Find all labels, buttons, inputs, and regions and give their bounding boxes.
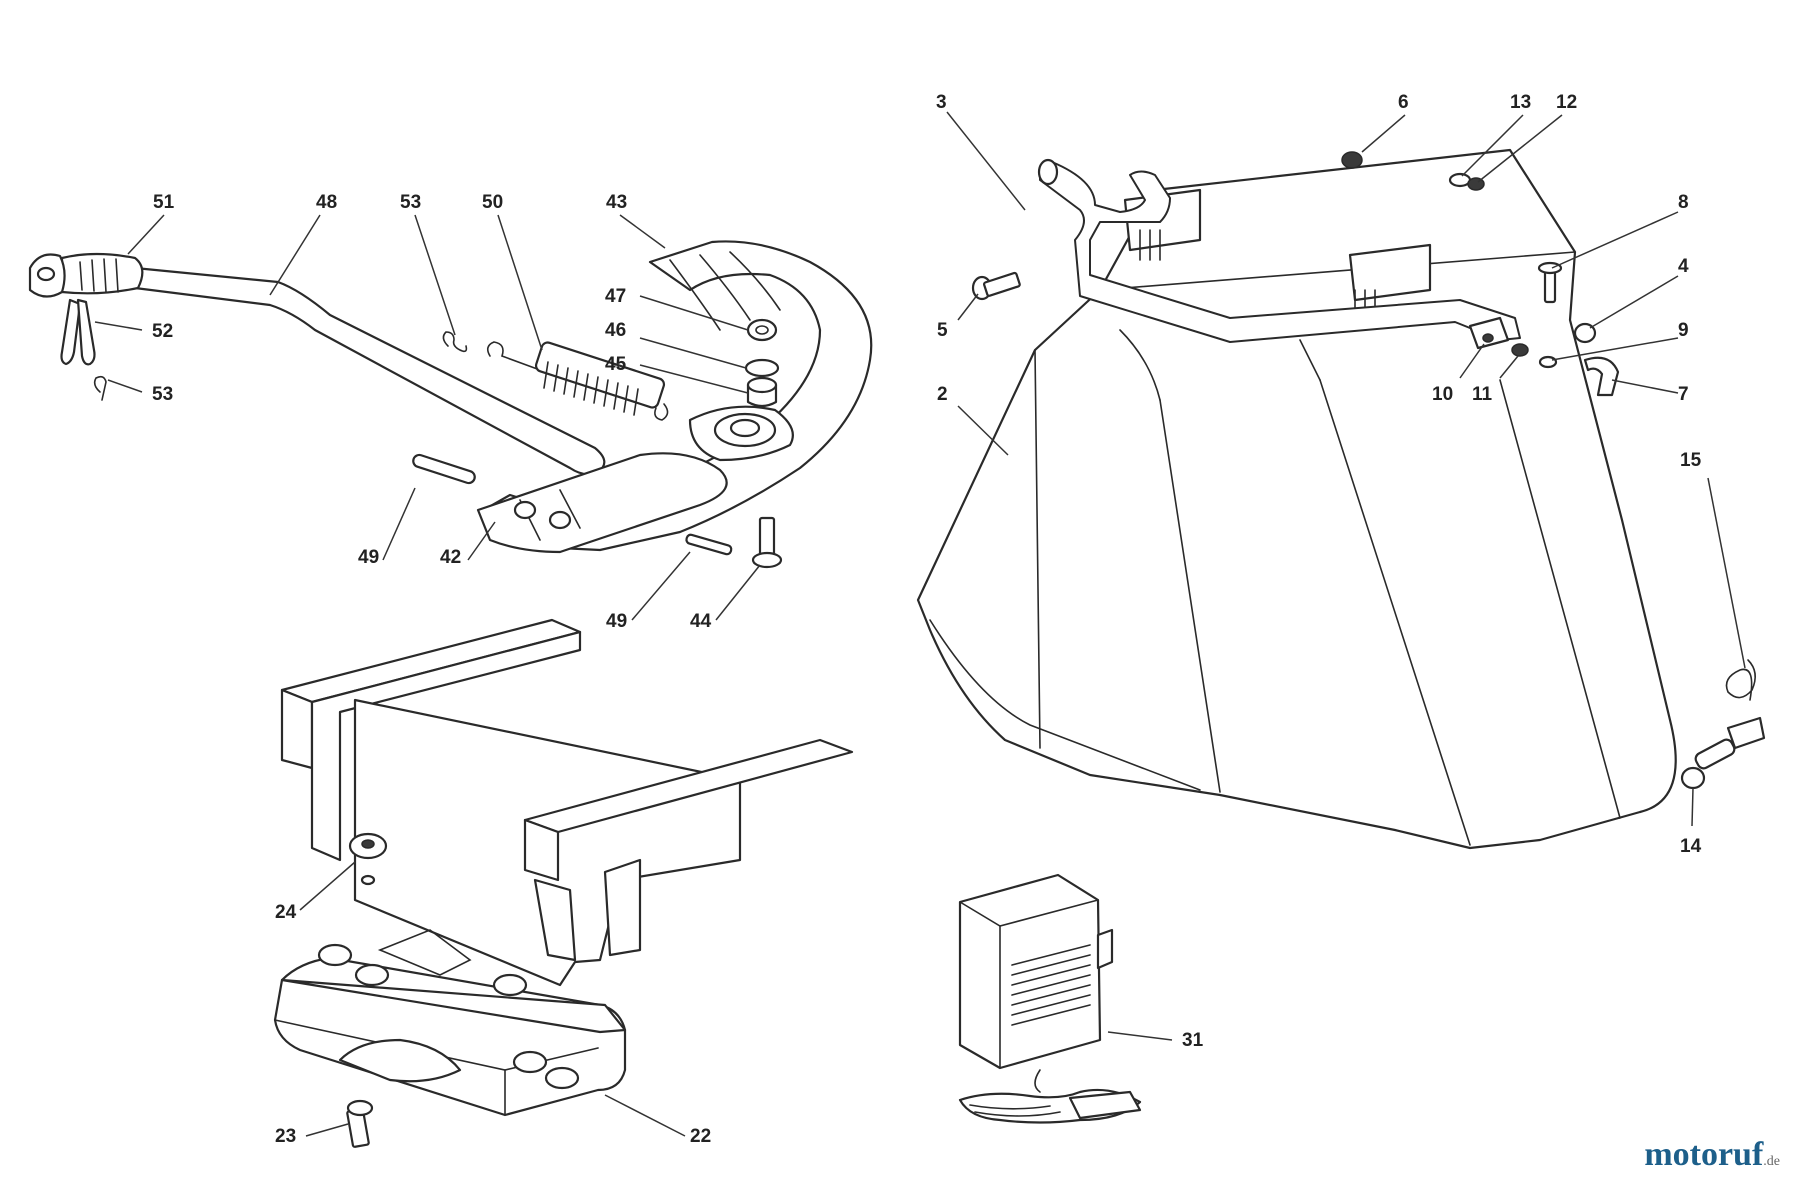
- nut-6: [1341, 151, 1363, 169]
- battery-charger-31: [958, 873, 1142, 1124]
- bolt-44: [751, 516, 783, 569]
- grass-catcher-bag: [916, 148, 1677, 850]
- watermark-logo: motoruf.de: [1644, 1136, 1780, 1174]
- latch-7: [1583, 356, 1620, 397]
- callout-14: 14: [1680, 836, 1702, 857]
- callout-50: 50: [482, 192, 503, 213]
- bolt-8: [1537, 261, 1563, 304]
- callout-22: 22: [690, 1126, 711, 1147]
- callout-13: 13: [1510, 92, 1531, 113]
- callout-47: 47: [605, 286, 626, 307]
- callout-53: 53: [400, 192, 421, 213]
- callout-43: 43: [606, 192, 627, 213]
- spring-50: [486, 341, 669, 421]
- hole-24: [360, 874, 376, 886]
- callout-42: 42: [440, 547, 461, 568]
- callout-5: 5: [937, 320, 948, 341]
- bolt-23: [346, 1099, 374, 1148]
- spring-pin-52: [60, 298, 96, 366]
- nut-11: [1511, 343, 1529, 357]
- weight-block-22: [273, 929, 627, 1117]
- washer-9: [1538, 355, 1558, 369]
- washer-46: [744, 358, 780, 378]
- hook-53-lower: [93, 375, 107, 401]
- callout-45: 45: [605, 354, 627, 375]
- callout-labels: 51 48 53 50 43 47 46 45 52 53 49 42 49 4…: [152, 92, 1702, 1147]
- callout-2: 2: [937, 384, 948, 405]
- callout-49-right: 49: [606, 611, 627, 632]
- callout-7: 7: [1678, 384, 1689, 405]
- callout-15: 15: [1680, 450, 1702, 471]
- callout-44: 44: [690, 611, 712, 632]
- callout-6: 6: [1398, 92, 1409, 113]
- callout-12: 12: [1556, 92, 1577, 113]
- callout-9: 9: [1678, 320, 1689, 341]
- leader-lines: [94, 111, 1746, 1137]
- bolt-5: [971, 271, 1021, 301]
- pin-49-right: [685, 533, 733, 556]
- callout-11: 11: [1472, 384, 1493, 405]
- frame-tube-3: [1037, 158, 1521, 343]
- callout-53-lower: 53: [152, 384, 173, 405]
- callout-10: 10: [1432, 384, 1453, 405]
- washer-13: [1448, 172, 1472, 188]
- pin-49-left: [412, 453, 476, 485]
- watermark-main: motoruf: [1644, 1136, 1764, 1173]
- guide-plate-43: [476, 240, 873, 554]
- callout-52: 52: [152, 321, 173, 342]
- callout-48: 48: [316, 192, 337, 213]
- callout-3: 3: [936, 92, 947, 113]
- callout-46: 46: [605, 320, 626, 341]
- clamp-bracket-10: [1468, 316, 1510, 350]
- callout-4: 4: [1678, 256, 1689, 277]
- chassis-frame: [280, 618, 854, 987]
- callout-31: 31: [1182, 1030, 1204, 1051]
- callout-24: 24: [275, 902, 297, 923]
- nut-24: [348, 832, 388, 860]
- hook-53-upper: [442, 331, 468, 353]
- bushing-45: [746, 376, 778, 408]
- lever-handle: [28, 252, 606, 476]
- nut-47: [746, 318, 778, 342]
- pin-14: [1680, 716, 1766, 790]
- callout-23: 23: [275, 1126, 296, 1147]
- watermark-suffix: .de: [1763, 1154, 1780, 1169]
- cap-4: [1573, 322, 1597, 344]
- callout-51: 51: [153, 192, 175, 213]
- clip-15: [1725, 659, 1756, 701]
- callout-8: 8: [1678, 192, 1689, 213]
- callout-49-left: 49: [358, 547, 379, 568]
